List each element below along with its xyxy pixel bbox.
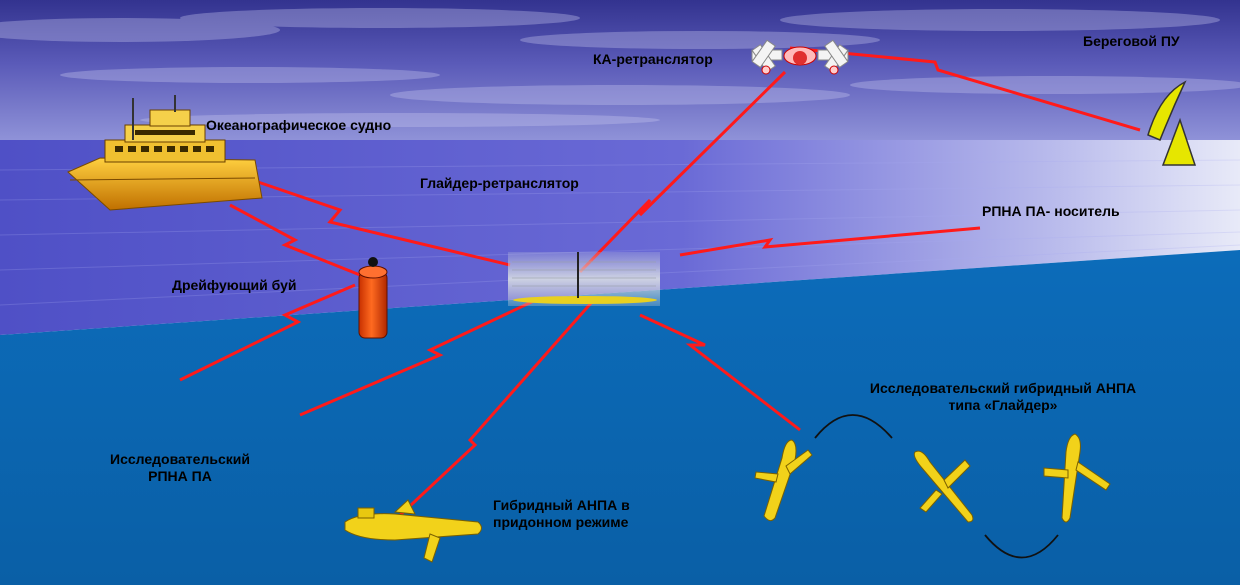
glider-2 <box>913 450 974 523</box>
hybrid-bottom-label-line1: Гибридный АНПА в <box>493 497 630 513</box>
hybrid-glider-label-line1: Исследовательский гибридный АНПА <box>869 380 1137 396</box>
glider-relay-label: Глайдер-ретранслятор <box>420 175 579 191</box>
drifting-buoy <box>358 257 388 339</box>
comm-links <box>179 46 1141 522</box>
link-glider-hybrid <box>639 313 801 432</box>
research-rpna-label: Исследовательский РПНА ПА <box>90 451 270 485</box>
glider-trajectory <box>754 414 1111 559</box>
link-ship-buoy <box>229 203 361 277</box>
link-glider-satellite <box>578 70 787 274</box>
carrier-label: РПНА ПА- носитель <box>982 203 1120 219</box>
glider-3 <box>1043 433 1111 523</box>
ship-label: Океанографическое судно <box>206 117 392 133</box>
oceanographic-ship <box>67 95 263 211</box>
link-ship-glider <box>257 180 511 267</box>
link-glider-carrier <box>679 226 981 257</box>
satellite-label: КА-ретранслятор <box>593 51 713 67</box>
research-rpna-label-line1: Исследовательский <box>110 451 250 467</box>
glider-1 <box>754 439 813 522</box>
link-buoy-research <box>179 283 356 382</box>
link-glider-bottom <box>393 301 594 522</box>
link-glider-research <box>299 296 541 417</box>
hybrid-glider-label-line2: типа «Глайдер» <box>948 397 1058 413</box>
hybrid-bottom-label: Гибридный АНПА в придонном режиме <box>493 497 630 531</box>
shore-antenna <box>1147 80 1197 166</box>
shore-station-label: Береговой ПУ <box>1083 33 1180 49</box>
research-rpna-label-line2: РПНА ПА <box>148 468 212 484</box>
sky <box>0 0 1240 140</box>
hybrid-glider-label: Исследовательский гибридный АНПА типа «Г… <box>845 380 1161 414</box>
buoy-label: Дрейфующий буй <box>172 277 297 293</box>
satellite <box>751 39 849 75</box>
hybrid-bottom-label-line2: придонном режиме <box>493 514 629 530</box>
hybrid-auv-bottom <box>344 499 482 563</box>
clouds <box>0 8 1240 127</box>
link-satellite-shore <box>789 46 1141 132</box>
sea-surface <box>0 140 1240 335</box>
glider-relay <box>508 252 660 306</box>
